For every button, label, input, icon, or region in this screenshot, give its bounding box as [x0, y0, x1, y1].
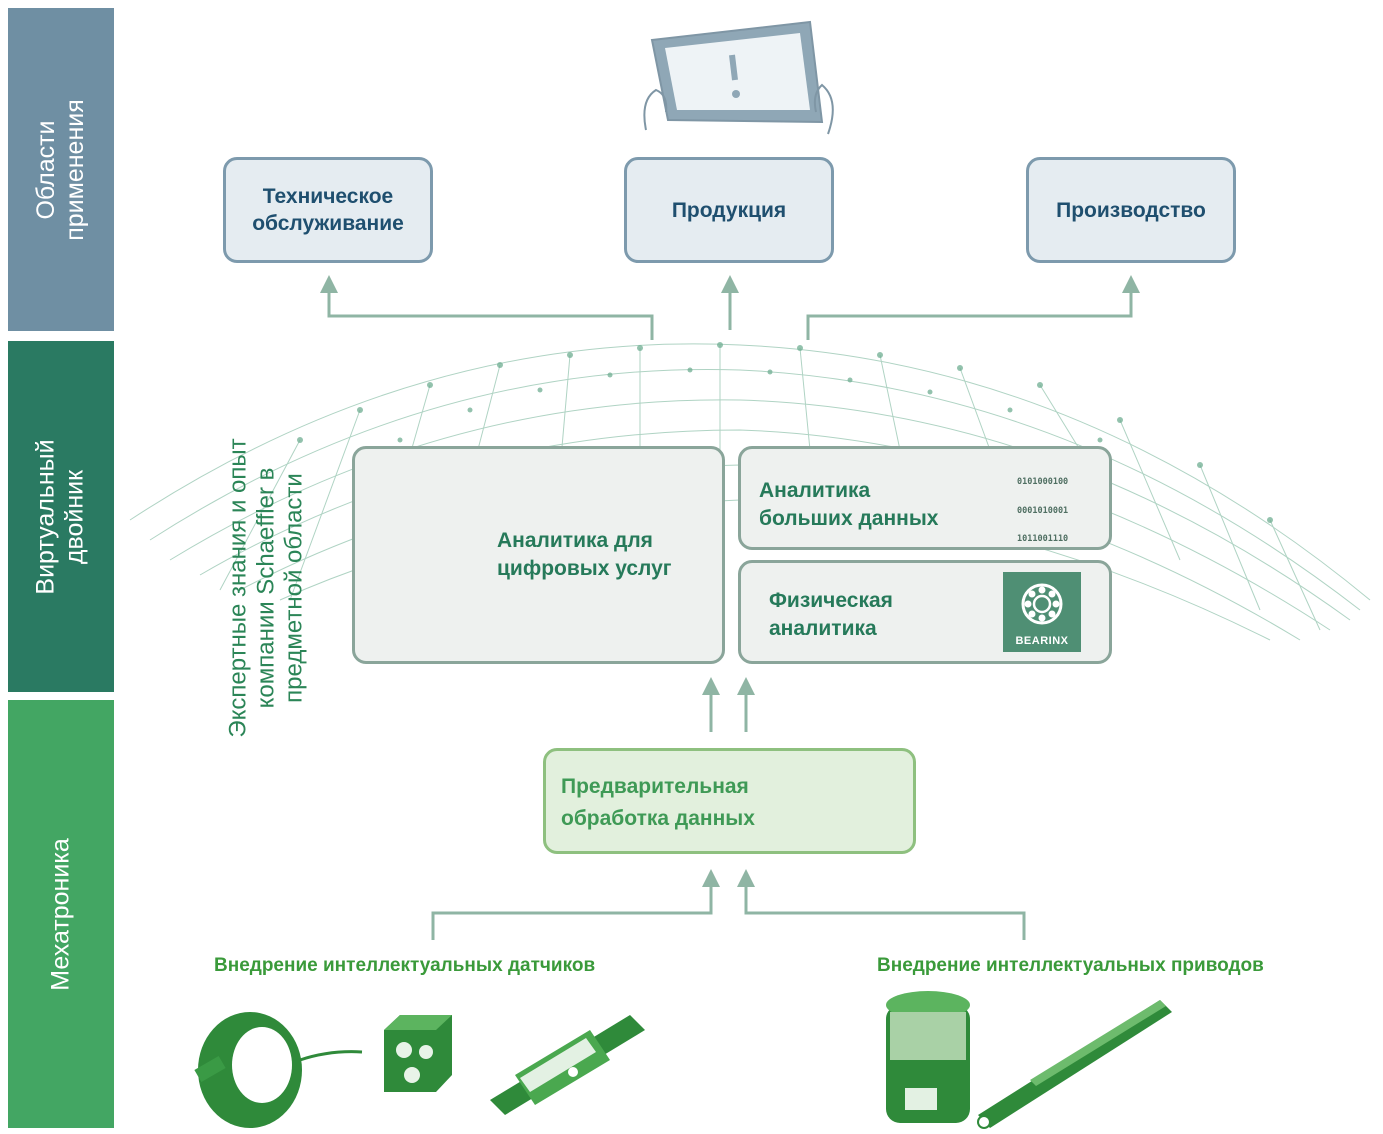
network-nodes: [297, 342, 1273, 523]
drive-unit-icon: [886, 991, 970, 1123]
linear-guide-sensor-icon: [490, 1015, 645, 1115]
band-virtual-twin: Виртуальный двойник: [8, 341, 114, 692]
smart-sensors-label: Внедрение интеллектуальных датчиков: [214, 955, 596, 976]
maintenance-line-1: Техническое: [262, 185, 394, 208]
binary-row-2: 0001010001: [1017, 505, 1069, 516]
production-box: Производство: [1026, 157, 1236, 263]
big-data-analytics-box: Аналитика больших данных: [738, 446, 1112, 550]
preprocessing-line-2: обработка данных: [561, 807, 755, 830]
expert-line-3: предметной области: [281, 473, 309, 703]
expert-line-1: Экспертные знания и опыт: [225, 438, 253, 738]
digital-analytics-line-1: Аналитика для: [497, 529, 653, 552]
physical-line-1: Физическая: [769, 589, 893, 612]
production-label: Производство: [1056, 198, 1206, 222]
digital-analytics-line-2: цифровых услуг: [497, 557, 672, 580]
bearing-icon: BEARINX: [1003, 572, 1081, 652]
maintenance-box: Техническое обслуживание: [223, 157, 433, 263]
band-applications: Области применения: [8, 8, 114, 331]
tablet-alert-icon: [643, 20, 834, 135]
top-arrowheads: [320, 275, 1140, 293]
bearinx-logo-text: BEARINX: [1015, 635, 1069, 647]
big-data-line-2: больших данных: [759, 507, 939, 530]
top-connectors: [327, 287, 1133, 340]
maintenance-line-2: обслуживание: [252, 212, 404, 235]
big-data-line-1: Аналитика: [759, 479, 871, 502]
preprocessing-line-1: Предварительная: [561, 775, 749, 798]
bottom-connectors: [431, 883, 1026, 940]
band-mechatronics: Мехатроника: [8, 700, 114, 1128]
physical-line-2: аналитика: [769, 617, 877, 640]
digital-services-analytics-box: Аналитика для цифровых услуг: [352, 446, 725, 664]
binary-row-1: 0101000100: [1017, 477, 1069, 487]
smart-drives-label: Внедрение интеллектуальных приводов: [877, 955, 1264, 976]
middle-connectors: [709, 690, 748, 732]
block-sensor-icon: [384, 1015, 452, 1092]
binary-row-3: 1011001110: [1017, 534, 1069, 544]
linear-actuator-icon: [977, 1000, 1172, 1129]
data-preprocessing-box: Предварительная обработка данных: [543, 748, 916, 854]
expert-knowledge-label: Экспертные знания и опыт компании Schaef…: [212, 396, 322, 780]
expert-line-2: компании Schaeffler в: [253, 467, 281, 709]
product-box: Продукция: [624, 157, 834, 263]
product-label: Продукция: [671, 198, 787, 222]
ring-sensor-icon: [194, 1012, 363, 1128]
